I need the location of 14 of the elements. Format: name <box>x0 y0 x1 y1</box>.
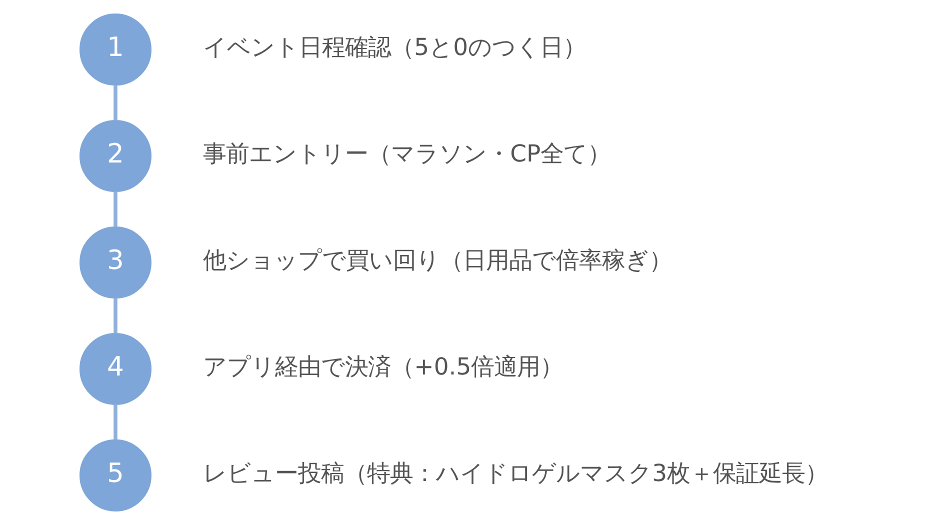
node-circle: 4 <box>78 332 151 405</box>
node-label: イベント日程確認（5と0のつく日） <box>202 33 586 62</box>
node-circle: 1 <box>78 14 151 86</box>
connector <box>113 84 117 120</box>
connector <box>113 404 117 440</box>
node-circle: 3 <box>78 226 151 298</box>
node-label: 他ショップで買い回り（日用品で倍率稼ぎ） <box>202 246 672 274</box>
connector <box>113 191 117 227</box>
connector <box>113 298 117 334</box>
node-label: 事前エントリー（マラソン・CP全て） <box>202 140 610 168</box>
node-circle: 5 <box>78 439 151 512</box>
node-label: アプリ経由で決済（+0.5倍適用） <box>202 352 563 380</box>
node-label: レビュー投稿（特典：ハイドロゲルマスク3枚＋保証延長） <box>202 458 828 487</box>
node-circle: 2 <box>78 120 151 192</box>
